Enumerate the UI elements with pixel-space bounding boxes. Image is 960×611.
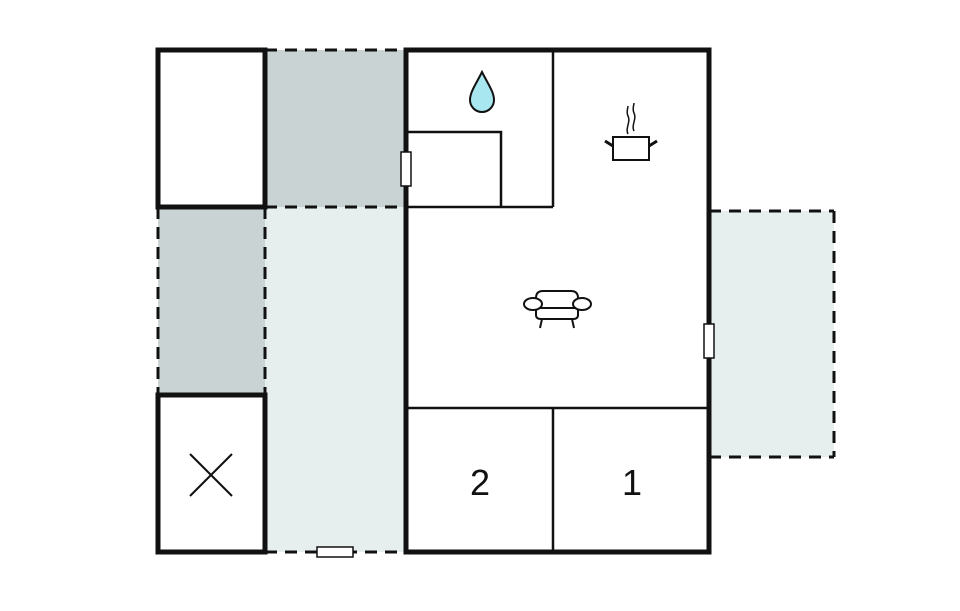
- cooking-pot-icon: [604, 102, 658, 161]
- outbuilding-top: [155, 47, 268, 210]
- water-drop-icon: [468, 69, 496, 113]
- door-living-east: [703, 323, 715, 359]
- bedroom-2-label: 2: [470, 462, 490, 503]
- door-bathroom-west: [400, 151, 412, 187]
- bedroom-1-label: 1: [622, 462, 642, 503]
- interior-walls: [406, 50, 709, 552]
- terrace-center: [265, 207, 406, 552]
- cross-icon: [189, 453, 233, 497]
- terrace-right: [709, 211, 834, 457]
- door-terrace-south: [316, 546, 354, 558]
- covered-terrace-left: [158, 207, 265, 395]
- sofa-icon: [523, 290, 592, 329]
- covered-terrace-top: [265, 50, 406, 207]
